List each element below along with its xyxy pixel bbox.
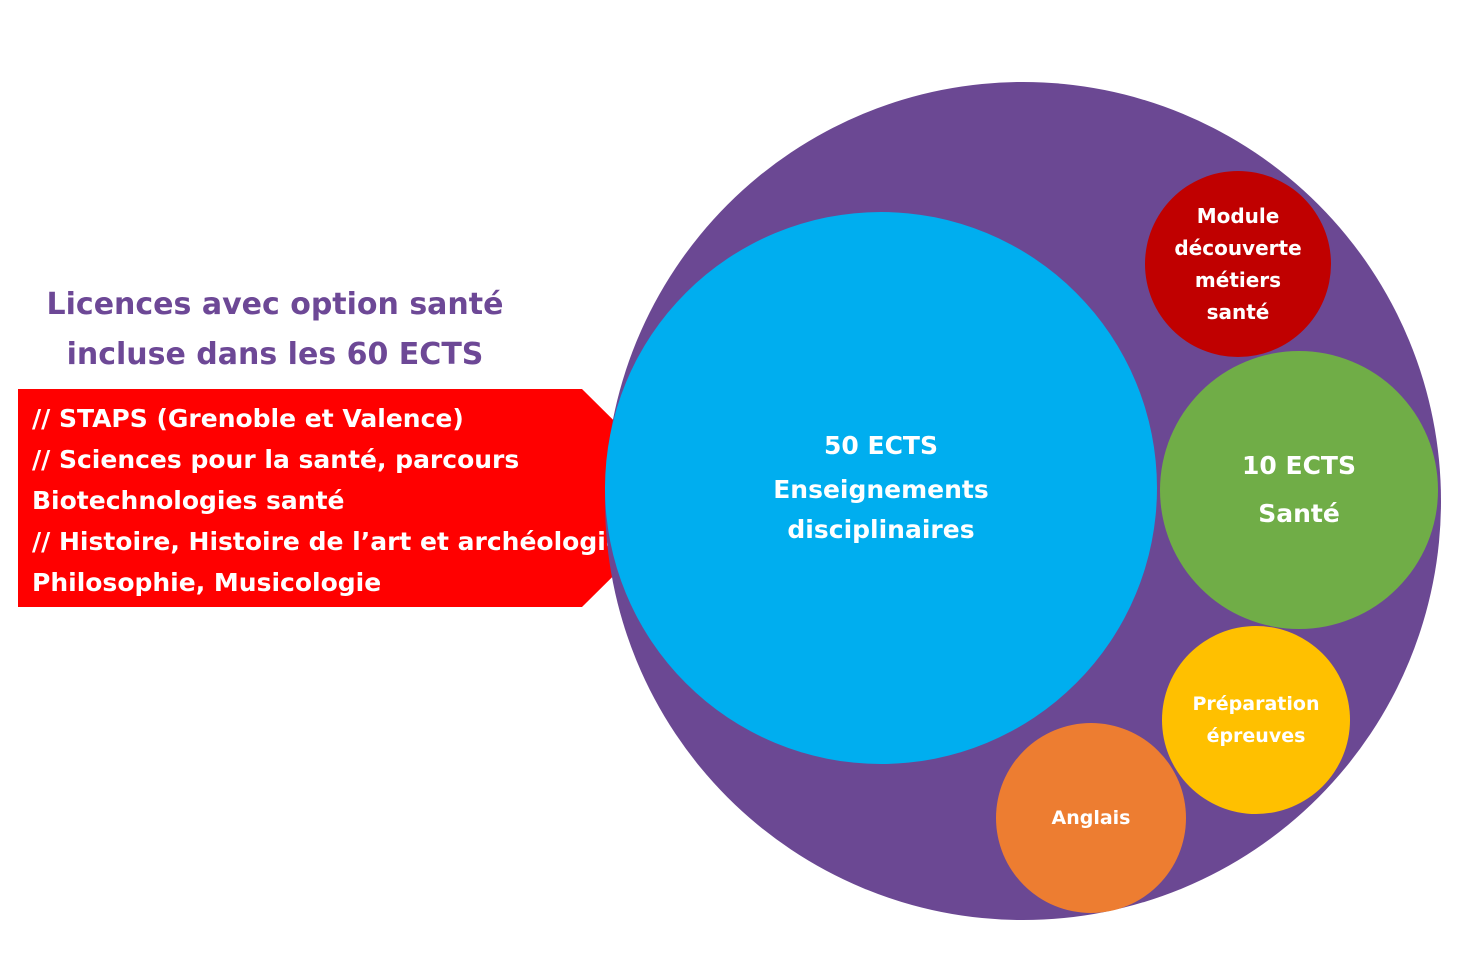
heading-line-2: incluse dans les 60 ECTS — [66, 337, 484, 372]
module-line-1: Module — [1196, 204, 1280, 228]
heading-line-1: Licences avec option santé — [46, 287, 504, 322]
disciplinaires-label-1: Enseignements — [773, 475, 989, 504]
anglais-label: Anglais — [1051, 807, 1131, 829]
sante-label: Santé — [1258, 499, 1340, 528]
licence-line-2: // Sciences pour la santé, parcours — [32, 445, 520, 474]
licences-list: // STAPS (Grenoble et Valence) // Scienc… — [32, 398, 632, 603]
disciplinaires-label-2: disciplinaires — [787, 515, 975, 544]
preparation-line-2: épreuves — [1206, 725, 1306, 747]
module-line-4: santé — [1206, 300, 1270, 324]
module-metiers-circle: Module découverte métiers santé — [1145, 171, 1331, 357]
sante-circle: 10 ECTS Santé — [1160, 351, 1438, 629]
preparation-line-1: Préparation — [1192, 693, 1320, 715]
licence-line-3: Biotechnologies santé — [32, 486, 345, 515]
anglais-circle: Anglais — [996, 723, 1186, 913]
preparation-epreuves-circle: Préparation épreuves — [1162, 626, 1350, 814]
disciplinaires-circle: 50 ECTS Enseignements disciplinaires — [605, 212, 1157, 764]
licence-line-4: // Histoire, Histoire de l’art et archéo… — [32, 527, 633, 556]
module-line-2: découverte — [1174, 236, 1302, 260]
module-line-3: métiers — [1194, 268, 1282, 292]
licence-line-1: // STAPS (Grenoble et Valence) — [32, 404, 464, 433]
licence-line-5: Philosophie, Musicologie — [32, 568, 382, 597]
licences-arrow — [18, 389, 692, 607]
disciplinaires-ects: 50 ECTS — [824, 431, 938, 460]
diagram-heading: Licences avec option santé incluse dans … — [40, 280, 510, 380]
sante-ects: 10 ECTS — [1242, 451, 1356, 480]
